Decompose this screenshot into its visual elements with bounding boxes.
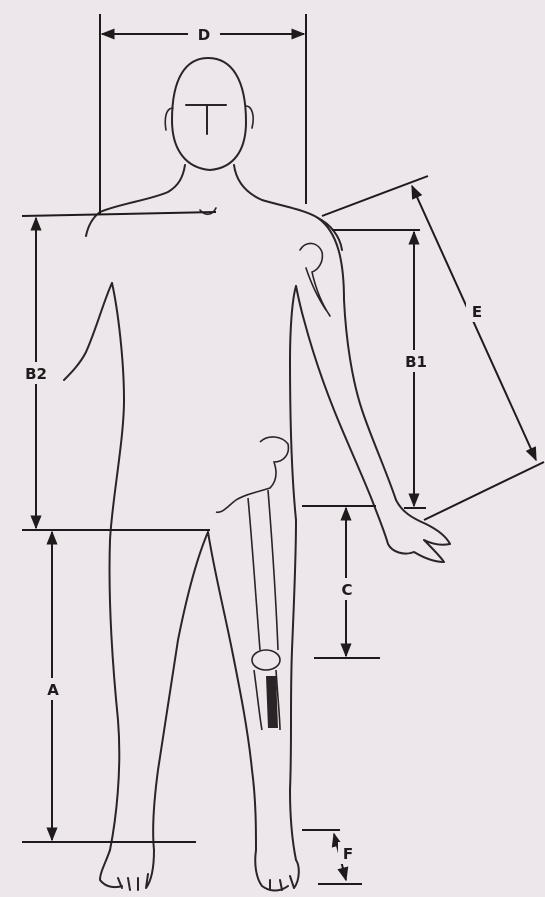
label-e: E xyxy=(472,303,482,321)
dimension-e: E xyxy=(322,176,544,520)
label-a: A xyxy=(47,681,59,699)
human-figure-outline xyxy=(64,58,450,891)
right-inner-leg xyxy=(208,532,256,850)
dimension-d: D xyxy=(100,14,306,214)
right-arm-outer xyxy=(296,218,450,562)
left-torso-side xyxy=(109,283,124,850)
label-c: C xyxy=(341,581,352,599)
dimension-f: F xyxy=(302,830,362,884)
label-b2: B2 xyxy=(25,365,47,383)
label-f: F xyxy=(343,845,353,863)
leg-skeleton-sketch xyxy=(216,437,288,730)
label-b1: B1 xyxy=(405,353,427,371)
neck-right xyxy=(234,165,342,250)
humerus-sketch xyxy=(300,243,330,316)
left-foot xyxy=(100,850,154,890)
right-ear xyxy=(246,106,253,128)
face-t-mark xyxy=(186,105,226,134)
head-outline xyxy=(172,58,246,170)
label-d: D xyxy=(198,26,210,44)
right-torso-side xyxy=(290,520,296,860)
left-inner-leg xyxy=(153,532,208,850)
right-foot xyxy=(255,850,299,891)
left-arm-outline xyxy=(64,283,112,380)
right-armpit xyxy=(290,286,296,520)
dimension-c: C xyxy=(302,506,380,658)
